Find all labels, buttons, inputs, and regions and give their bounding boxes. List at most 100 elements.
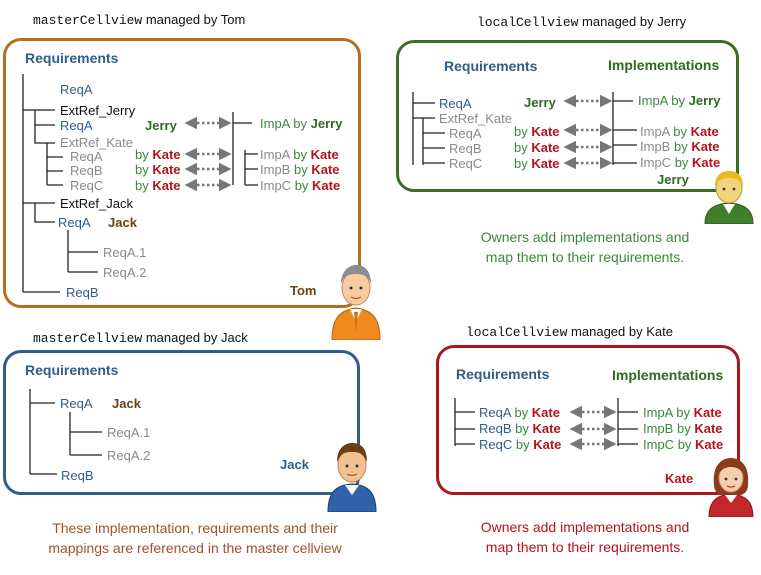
jerry-impA: ImpA (638, 93, 668, 108)
kate-impA-row: ImpA by Kate (643, 405, 722, 420)
jack-panel-title: masterCellview managed by Jack (33, 330, 248, 346)
tom-avatar-icon (331, 265, 381, 340)
jerry-kate-name-a: Kate (531, 124, 560, 139)
jack-owner-label: Jack (280, 457, 309, 472)
jerry-kate-impA-owner: Kate (690, 124, 719, 139)
jerry-requirements-header: Requirements (444, 58, 538, 74)
jerry-owner-label: Jerry (657, 172, 689, 187)
jerry-kate-by-a: by (514, 124, 528, 139)
kate-panel-title: localCellview managed by Kate (466, 324, 673, 340)
jerry-kate-impC: ImpC (640, 155, 672, 170)
jerry-caption: Owners add implementations and map them … (430, 227, 740, 267)
jerry-avatar-icon (704, 171, 754, 224)
jerry-impA-row: ImpA by Jerry (638, 93, 720, 108)
tom-kate-owner-c: by Kate (135, 178, 181, 193)
kate-reqC: ReqC (479, 437, 513, 452)
tom-kate-impA-by: by (293, 147, 307, 162)
tom-kate-impA: ImpA (260, 147, 290, 162)
jack-reqA-owner: Jack (112, 396, 141, 411)
tom-imp-tree-line (232, 112, 258, 186)
jerry-kate-impA: ImpA (640, 124, 670, 139)
kate-impB-by: by (676, 421, 691, 436)
tom-kate-by-b: by (135, 162, 149, 177)
tom-title-text: managed by Tom (145, 12, 246, 27)
tom-reqB: ReqB (66, 285, 99, 300)
tom-kate-owner-b: by Kate (135, 162, 181, 177)
jack-reqA1: ReqA.1 (107, 425, 151, 440)
tom-kate-by-c: by (135, 178, 149, 193)
kate-avatar-icon (708, 458, 754, 517)
tom-jerry-req-owner: Jerry (145, 118, 177, 133)
kate-impC-by: by (677, 437, 692, 452)
kate-reqA-row: ReqA by Kate (479, 405, 560, 420)
jerry-panel-box (396, 40, 739, 192)
jerry-caption-line1: Owners add implementations and (480, 229, 690, 245)
kate-reqB: ReqB (479, 421, 512, 436)
tom-kate-reqA: ReqA (70, 149, 103, 164)
jerry-kate-impB-owner: Kate (691, 139, 720, 154)
tom-jack-owner: Jack (108, 215, 137, 230)
tom-kate-name-a: Kate (152, 147, 181, 162)
tom-jerry-impA-row: ImpA by Jerry (260, 116, 342, 131)
kate-imp-tree-line (617, 398, 638, 446)
tom-kate-impC: ImpC (260, 178, 292, 193)
jerry-caption-line2: map them to their requirements. (485, 249, 685, 265)
kate-impC-row: ImpC by Kate (643, 437, 723, 452)
jerry-kate-by-c: by (514, 156, 528, 171)
jerry-kate-reqB: ReqB (449, 141, 482, 156)
kate-owner-label: Kate (665, 471, 694, 486)
tom-panel-box (3, 38, 361, 308)
kate-req-tree-line (454, 398, 475, 446)
tom-tree-kate-line (34, 125, 63, 186)
kate-impA-by: by (676, 405, 690, 420)
jack-reqA2: ReqA.2 (107, 448, 151, 463)
jerry-imp-tree-line (612, 92, 637, 165)
jerry-impA-by: by (671, 93, 685, 108)
kate-caption: Owners add implementations and map them … (430, 517, 740, 557)
jerry-title-text: managed by Jerry (582, 14, 687, 29)
tom-kate-name-c: Kate (152, 178, 181, 193)
tom-requirements-header: Requirements (25, 50, 119, 66)
tom-kate-by-a: by (135, 147, 149, 162)
tom-jerry-impA-by: by (293, 116, 307, 131)
tom-extref-kate: ExtRef_Kate (60, 135, 133, 150)
tom-jack-reqA2: ReqA.2 (103, 265, 147, 280)
tom-kate-name-b: Kate (152, 162, 181, 177)
kate-reqA: ReqA (479, 405, 511, 420)
kate-reqC-by: by (515, 437, 530, 452)
tom-tree-jack-line (34, 203, 98, 273)
jerry-extref-kate: ExtRef_Kate (439, 111, 512, 126)
kate-caption-line2: map them to their requirements. (485, 539, 685, 555)
jack-tree-line (29, 389, 102, 475)
kate-impA-owner: Kate (693, 405, 722, 420)
jerry-kate-name-b: Kate (531, 140, 560, 155)
jerry-kate-name-c: Kate (531, 156, 560, 171)
jack-requirements-header: Requirements (25, 362, 119, 378)
tom-kate-impC-row: ImpC by Kate (260, 178, 340, 193)
kate-reqC-row: ReqC by Kate (479, 437, 561, 452)
jerry-kate-impB-row: ImpB by Kate (640, 139, 720, 154)
jerry-kate-impA-by: by (673, 124, 687, 139)
kate-caption-line1: Owners add implementations and (480, 519, 690, 535)
kate-reqB-owner: Kate (532, 421, 561, 436)
kate-impC-owner: Kate (695, 437, 724, 452)
tom-jerry-reqA: ReqA (60, 118, 93, 133)
tom-kate-impB-by: by (293, 162, 308, 177)
tom-extref-jack: ExtRef_Jack (60, 196, 133, 211)
jerry-title-code: localCellview (477, 15, 579, 30)
kate-impB: ImpB (643, 421, 674, 436)
jerry-kate-impC-by: by (674, 155, 689, 170)
jack-title-text: managed by Jack (145, 330, 248, 345)
jack-caption: These implementation, requirements and t… (20, 518, 370, 558)
jerry-kate-reqA: ReqA (449, 126, 482, 141)
tom-tree-root-line (22, 74, 60, 293)
tom-jack-reqA: ReqA (58, 215, 91, 230)
tom-title-code: masterCellview (33, 13, 143, 28)
jack-title-code: masterCellview (33, 331, 143, 346)
tom-kate-impB: ImpB (260, 162, 291, 177)
tom-panel-title: masterCellview managed by Tom (33, 12, 245, 28)
jerry-reqA-owner: Jerry (524, 95, 556, 110)
tom-kate-impA-owner: Kate (310, 147, 339, 162)
jerry-panel-title: localCellview managed by Jerry (477, 14, 686, 30)
